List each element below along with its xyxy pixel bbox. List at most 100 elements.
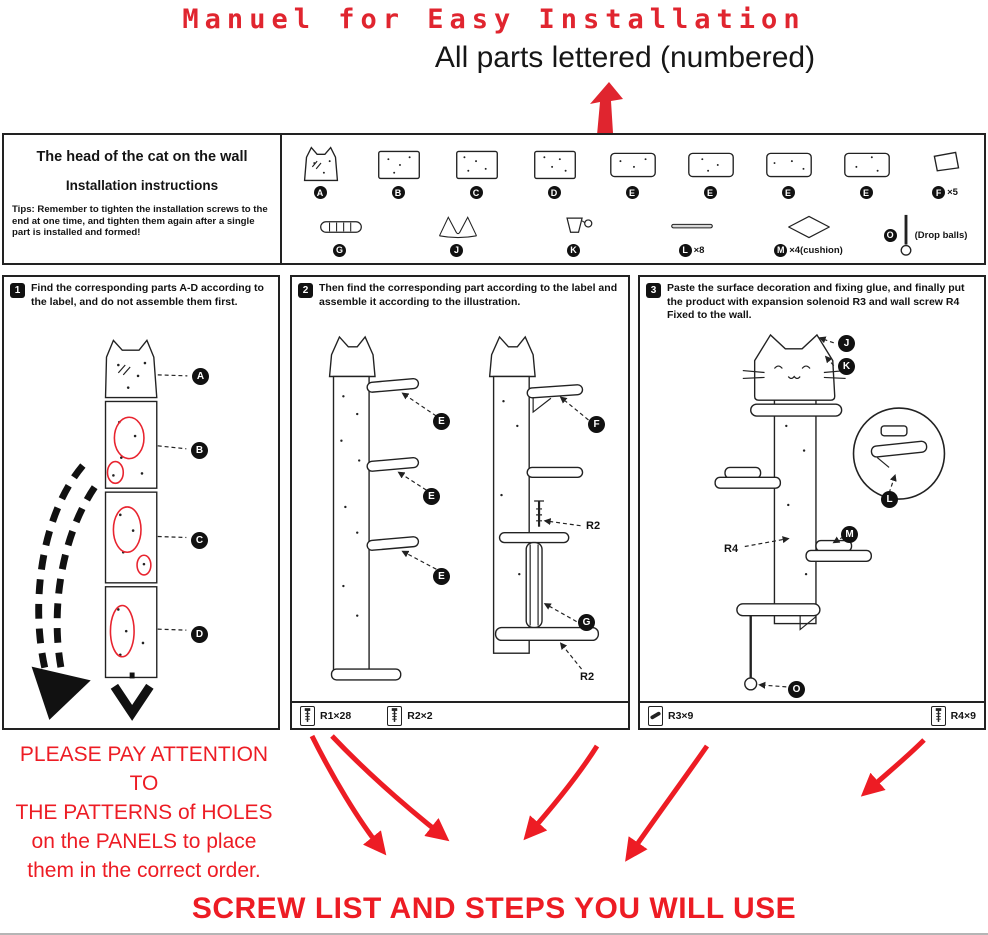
rod-l-icon [670, 223, 713, 229]
screw-r3-icon [650, 711, 661, 720]
callout-e1: E [433, 413, 450, 430]
callout-l: L [881, 491, 898, 508]
part-letter: C [469, 186, 483, 200]
step-1-illustration [31, 339, 188, 721]
panel-c-icon [456, 150, 498, 180]
parts-list: A B C [282, 135, 984, 263]
part-letter: E [859, 186, 873, 200]
part-letter: D [547, 186, 561, 200]
step-number-badge: 3 [646, 283, 661, 298]
cat-head-panel-icon [303, 146, 339, 182]
shelf-e-icon [844, 152, 890, 178]
attention-note: PLEASE PAY ATTENTION TO THE PATTERNS of … [6, 740, 282, 885]
parts-row-2: G J K [282, 203, 984, 263]
screw-r4-icon [935, 708, 941, 722]
subtitle: All parts lettered (numbered) [434, 41, 816, 74]
step-instruction: Find the corresponding parts A-D accordi… [31, 282, 264, 308]
callout-g: G [578, 614, 595, 631]
parts-tips: Tips: Remember to tighten the installati… [12, 204, 268, 239]
page-title: Manuel for Easy Installation [182, 4, 806, 35]
part-letter: A [313, 186, 327, 200]
red-up-arrow-icon [590, 82, 623, 135]
ref-r4: R4 [724, 543, 739, 555]
screw-count-r1: R1×28 [320, 709, 352, 722]
attention-line: on the PANELS to place [31, 830, 257, 853]
cushion-m-icon [787, 215, 830, 239]
part-item-m: M×4(cushion) [750, 212, 867, 260]
step-number-badge: 2 [298, 283, 313, 298]
shelf-e-icon [688, 152, 734, 178]
part-item-c: C [438, 143, 516, 203]
callout-k: K [838, 358, 855, 375]
step-1-panel: 1 Find the corresponding parts A-D accor… [2, 275, 280, 730]
part-letter: K [567, 243, 580, 257]
step-1-header: 1 Find the corresponding parts A-D accor… [4, 277, 278, 309]
part-letter: O [883, 228, 897, 242]
step-instruction: Paste the surface decoration and fixing … [667, 282, 965, 322]
part-item-e4: E [828, 143, 906, 203]
part-item-g: G [282, 212, 399, 260]
ref-r2-lower: R2 [580, 671, 595, 683]
part-item-l: L×8 [633, 212, 750, 260]
attention-line: THE PATTERNS of HOLES [15, 801, 273, 824]
part-item-e2: E [672, 143, 750, 203]
part-item-o: O (Drop balls) [867, 212, 984, 260]
parts-box-intro: The head of the cat on the wall Installa… [4, 135, 282, 263]
screw-r2-icon [391, 708, 398, 722]
part-item-a: A [282, 143, 360, 203]
step-3-illustration [714, 333, 946, 691]
part-letter: B [391, 186, 405, 200]
red-pointer-arrows [309, 734, 926, 862]
drop-ball-o-icon [900, 214, 912, 256]
shelf-e-icon [766, 152, 812, 178]
screw-count-r3: R3×9 [668, 709, 694, 722]
part-letter: M [774, 243, 788, 257]
callout-d: D [191, 626, 208, 643]
part-letter: L [678, 243, 692, 257]
cat-ears-j-icon [438, 216, 477, 239]
shelf-e-icon [610, 152, 656, 178]
panel-d-icon [534, 150, 576, 180]
screw-r1-icon [304, 708, 311, 722]
step-2-screw-list: R1×28 R2×2 [292, 701, 628, 728]
part-letter: G [333, 243, 346, 257]
callout-e2: E [423, 488, 440, 505]
callout-e3: E [433, 568, 450, 585]
callout-a: A [192, 368, 209, 385]
post-g-icon [319, 221, 362, 233]
screw-r1-cell [300, 705, 315, 726]
footer-title: SCREW LIST AND STEPS YOU WILL USE [191, 892, 797, 925]
parts-row-1: A B C [282, 135, 984, 203]
parts-subheading: Installation instructions [65, 178, 219, 193]
screw-r3-cell [648, 705, 663, 726]
part-letter: F [932, 186, 946, 200]
part-item-e1: E [594, 143, 672, 203]
part-item-k: K [516, 212, 633, 260]
callout-c: C [191, 532, 208, 549]
screw-count-r4: R4×9 [950, 709, 976, 722]
attention-line: PLEASE PAY ATTENTION TO [19, 743, 269, 795]
part-letter: J [450, 243, 463, 257]
step-2-header: 2 Then find the corresponding part accor… [292, 277, 628, 309]
screw-count-r2: R2×2 [407, 709, 433, 722]
callout-b: B [191, 442, 208, 459]
step-3-screw-list: R3×9 R4×9 [640, 701, 984, 728]
callout-o: O [788, 681, 805, 698]
part-letter: E [781, 186, 795, 200]
step-instruction: Then find the corresponding part accordi… [319, 282, 618, 308]
cone-k-icon [565, 217, 592, 233]
step-2-panel: 2 Then find the corresponding part accor… [290, 275, 630, 730]
callout-m: M [841, 526, 858, 543]
part-item-f: F×5 [906, 143, 984, 203]
step-2-illustration [328, 335, 600, 681]
ref-r2-upper: R2 [586, 520, 601, 532]
step-3-header: 3 Paste the surface decoration and fixin… [640, 277, 984, 323]
parts-box: The head of the cat on the wall Installa… [2, 133, 986, 265]
part-item-j: J [399, 212, 516, 260]
step-3-panel: 3 Paste the surface decoration and fixin… [638, 275, 986, 730]
callout-f: F [588, 416, 605, 433]
part-item-e3: E [750, 143, 828, 203]
part-item-b: B [360, 143, 438, 203]
part-letter: E [703, 186, 717, 200]
